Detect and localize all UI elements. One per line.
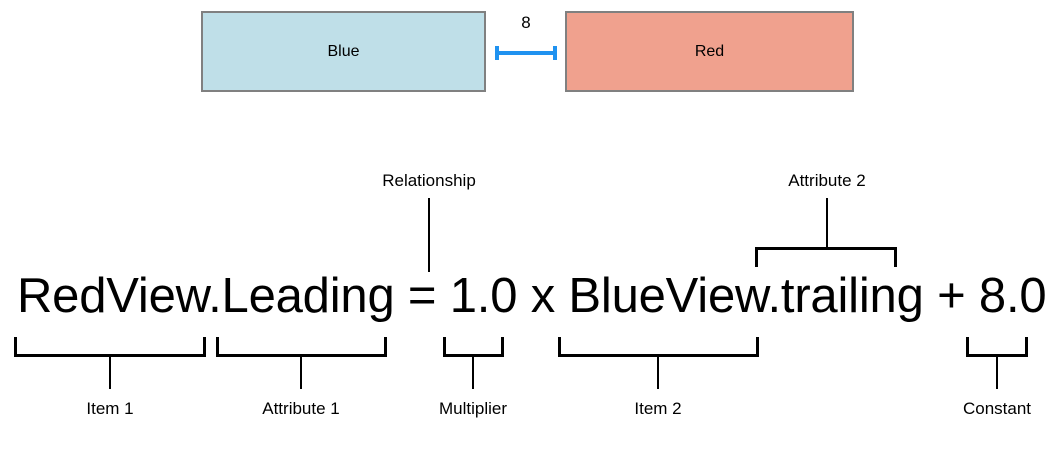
callout-stem-attribute-1 [300, 357, 302, 389]
callout-bracket-constant [966, 337, 1028, 357]
spacing-measurement: 8 [492, 14, 560, 66]
callout-stem-item-2 [657, 357, 659, 389]
callout-label-relationship: Relationship [382, 171, 476, 190]
callout-label-attribute-2: Attribute 2 [788, 171, 866, 190]
callout-bracket-attribute-2 [755, 247, 897, 267]
callout-stem-item-1 [109, 357, 111, 389]
callout-label-constant: Constant [962, 399, 1032, 418]
spacing-value-label: 8 [521, 13, 531, 32]
blue-view-box[interactable]: Blue [201, 11, 486, 92]
callout-bracket-multiplier [443, 337, 504, 357]
callout-stem-attribute-2 [826, 198, 828, 249]
callout-label-multiplier: Multiplier [438, 399, 508, 418]
callout-label-attribute-1: Attribute 1 [262, 399, 340, 418]
callout-stem-multiplier [472, 357, 474, 389]
callout-bracket-item-1 [14, 337, 206, 357]
red-view-box[interactable]: Red [565, 11, 854, 92]
spacing-bar-icon [495, 51, 557, 55]
callout-bracket-attribute-1 [216, 337, 387, 357]
callout-bracket-item-2 [558, 337, 759, 357]
red-view-label: Red [694, 42, 725, 60]
constraint-equation: RedView.Leading = 1.0 x BlueView.trailin… [17, 269, 1047, 323]
callout-label-item-2: Item 2 [634, 399, 682, 418]
spacing-cap-right-icon [553, 46, 557, 60]
callout-stem-constant [996, 357, 998, 389]
callout-label-item-1: Item 1 [86, 399, 134, 418]
blue-view-label: Blue [327, 42, 360, 60]
callout-stem-relationship [428, 198, 430, 272]
